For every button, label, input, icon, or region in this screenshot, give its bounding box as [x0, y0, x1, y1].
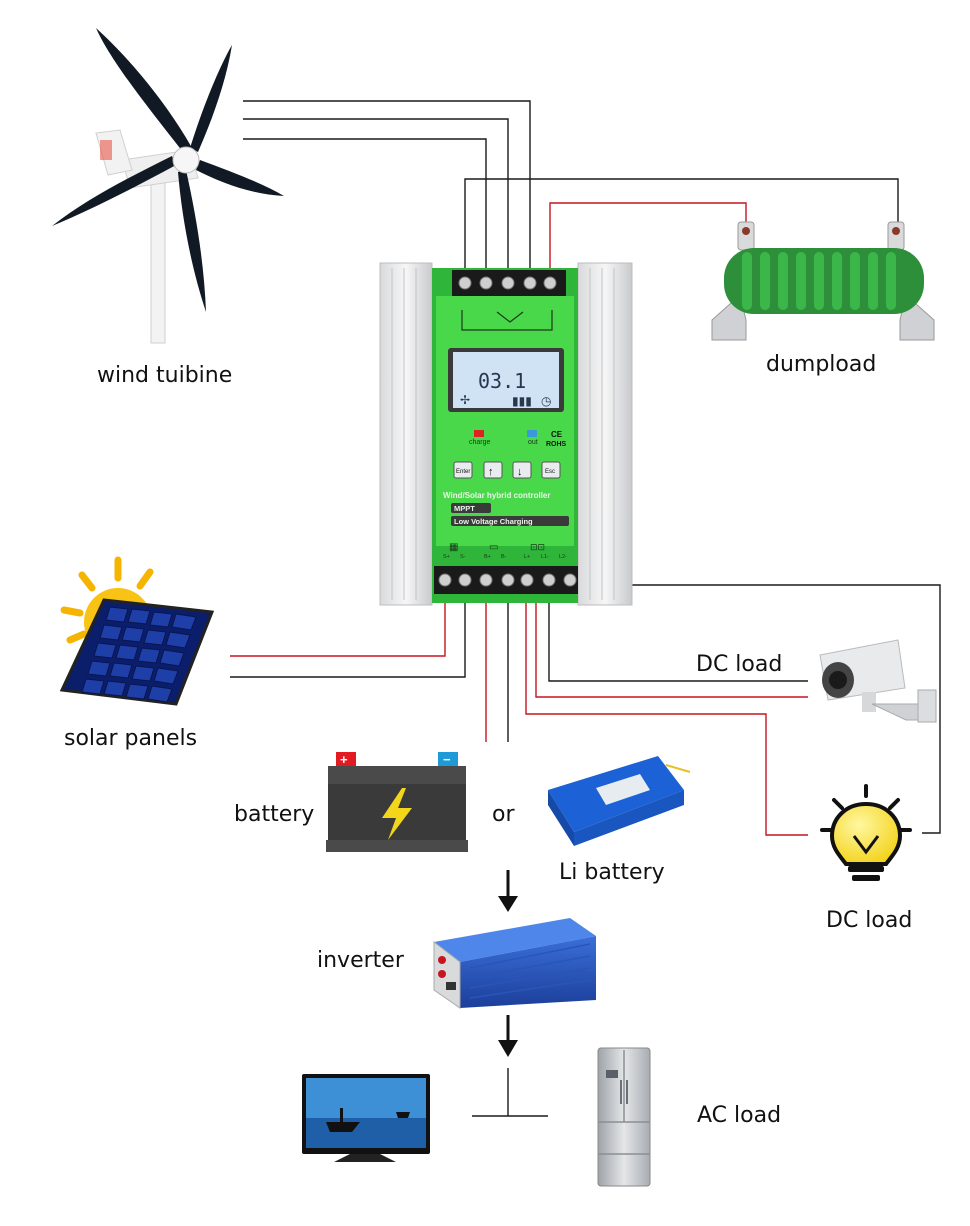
label-solar-panels: solar panels	[64, 726, 198, 751]
battery-terminal-icon: ▭	[489, 542, 498, 553]
lcd-readout: 03.1	[478, 369, 526, 393]
charge-controller: 03.1 ✢ ▮▮▮ ◷ charge out CE ROHS Enter ↑ …	[379, 262, 633, 606]
wire-bulb-black	[570, 584, 941, 834]
feature-mppt: MPPT	[454, 504, 475, 513]
enter-button[interactable]: Enter	[456, 469, 470, 475]
battery-image: + −	[326, 752, 468, 852]
wind-lcd-icon: ✢	[460, 393, 470, 407]
label-dumpload: dumpload	[766, 352, 877, 377]
bulb-image	[820, 784, 912, 881]
wire-camera-red	[535, 580, 808, 698]
wire-wind-1	[243, 100, 531, 287]
controller-title: Wind/Solar hybrid controller	[443, 491, 551, 500]
esc-button[interactable]: Esc	[545, 469, 555, 475]
rohs-mark: ROHS	[546, 441, 567, 448]
wire-bulb-red	[525, 580, 808, 836]
wire-dumpload-red	[549, 202, 747, 287]
indicator-out-label: out	[528, 439, 538, 446]
wire-camera-black	[548, 580, 808, 682]
terminal-label-s-minus: S-	[460, 554, 466, 560]
dumpload-image	[711, 221, 935, 341]
label-inverter: inverter	[317, 948, 404, 973]
terminal-label-l2-minus: L2-	[559, 554, 567, 560]
wire-wind-2	[243, 118, 509, 287]
label-ac-load: AC load	[697, 1103, 782, 1128]
label-dc-load-bulb: DC load	[826, 908, 913, 933]
label-battery: battery	[234, 802, 315, 827]
inverter-image	[433, 918, 596, 1009]
wire-dumpload-black	[464, 178, 899, 287]
camera-image	[819, 639, 937, 723]
solar-terminal-icon: ▦	[449, 542, 458, 553]
battery-lcd-icon: ▮▮▮	[512, 394, 532, 408]
solar-panel-image	[59, 556, 215, 706]
terminal-label-l1-minus: L1-	[541, 554, 549, 560]
plus-icon: +	[340, 752, 348, 767]
terminal-label-b-minus: B-	[501, 554, 507, 560]
label-dc-load-camera: DC load	[696, 652, 783, 677]
terminal-label-l-plus: L+	[524, 554, 530, 560]
down-button[interactable]: ↓	[517, 466, 523, 478]
wires	[230, 100, 941, 1117]
terminal-label-b-plus: B+	[484, 554, 491, 560]
li-battery-image	[548, 756, 691, 846]
wire-solar-red	[230, 580, 446, 657]
arrow-to-inverter	[498, 870, 518, 912]
tv-image	[302, 1074, 430, 1162]
terminal-label-s-plus: S+	[443, 554, 450, 560]
label-li-battery: Li battery	[559, 860, 665, 885]
indicator-charge-label: charge	[469, 439, 491, 446]
label-wind-turbine: wind tuibine	[97, 363, 233, 388]
label-or: or	[492, 802, 515, 827]
minus-icon: −	[443, 752, 451, 767]
wire-wind-3	[243, 138, 487, 287]
load-terminal-icon: ⊡⊡	[530, 542, 545, 552]
controller-buttons: Enter ↑ ↓ Esc	[453, 461, 561, 479]
wind-turbine-image	[52, 28, 284, 344]
up-button[interactable]: ↑	[488, 466, 494, 478]
clock-lcd-icon: ◷	[541, 394, 552, 408]
ce-mark: CE	[551, 430, 563, 439]
wire-solar-black	[230, 580, 466, 678]
fridge-image	[597, 1047, 651, 1187]
arrow-to-ac-load	[498, 1015, 518, 1057]
feature-low-voltage-charging: Low Voltage Charging	[454, 517, 533, 526]
